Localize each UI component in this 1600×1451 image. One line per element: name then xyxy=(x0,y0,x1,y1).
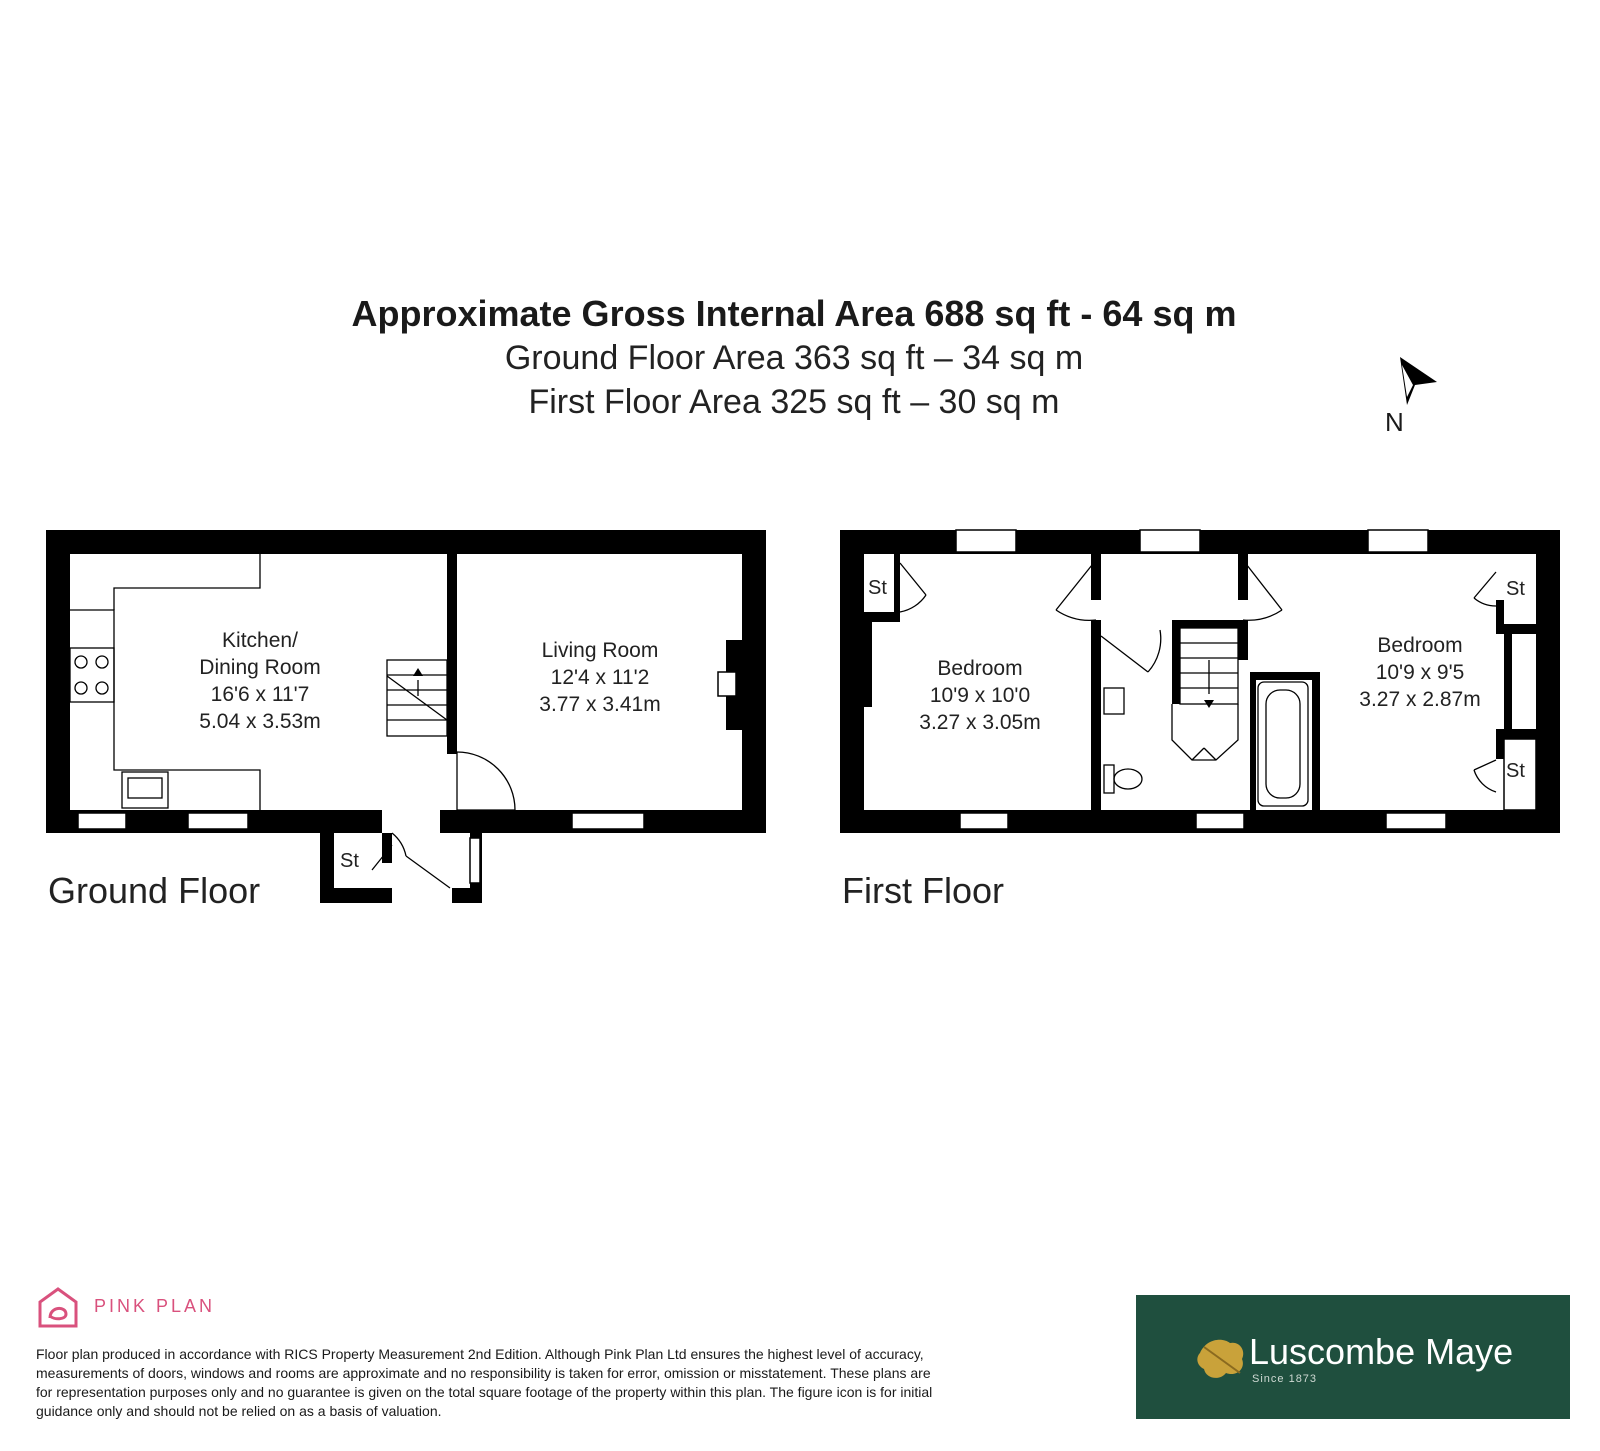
kitchen-unit-line-1 xyxy=(70,609,261,810)
toilet-icon xyxy=(1103,764,1115,794)
ff-left-wall xyxy=(840,530,864,833)
living-dimensions-imperial: 12'4 x 11'2 xyxy=(550,666,650,689)
agent-logo-box: Luscombe Maye Since 1873 xyxy=(1136,1295,1570,1419)
gf-window-2 xyxy=(187,812,249,830)
ff-store-label-2: St xyxy=(1506,578,1525,600)
gf-store-label: St xyxy=(340,850,359,872)
bedroom-1-label: Bedroom 10'9 x 10'0 3.27 x 3.05m xyxy=(890,655,1070,736)
ground-floor-label: Ground Floor xyxy=(48,870,261,911)
ff-window-6 xyxy=(1385,812,1447,830)
kitchen-dimensions-metric: 5.04 x 3.53m xyxy=(199,710,321,733)
area-header: Approximate Gross Internal Area 688 sq f… xyxy=(0,292,1600,424)
bedroom-2-dimensions-imperial: 10'9 x 9'5 xyxy=(1375,661,1465,684)
ff-left-store-fill xyxy=(864,554,894,622)
ff-window-5 xyxy=(1195,812,1245,830)
bedroom-1-name: Bedroom xyxy=(937,657,1023,680)
compass-north-label: N xyxy=(1385,407,1404,437)
bath-icon xyxy=(1257,681,1309,807)
kitchen-dimensions-imperial: 16'6 x 11'7 xyxy=(210,683,310,706)
living-room-label: Living Room 12'4 x 11'2 3.77 x 3.41m xyxy=(510,637,690,718)
living-dimensions-metric: 3.77 x 3.41m xyxy=(539,693,661,716)
gf-stairs xyxy=(386,659,448,737)
gf-left-wall xyxy=(46,530,70,833)
hob-icon xyxy=(69,647,115,703)
compass-arrow-icon xyxy=(1400,357,1437,405)
pink-plan-house-icon xyxy=(38,1287,78,1328)
basin-icon xyxy=(1103,687,1125,715)
ff-window-3 xyxy=(1367,529,1429,553)
bedroom-2-name: Bedroom xyxy=(1377,634,1463,657)
sink-icon xyxy=(121,771,169,809)
living-hearth xyxy=(717,671,737,697)
ff-window-4 xyxy=(959,812,1009,830)
kitchen-unit-line-2 xyxy=(113,554,261,610)
bedroom-1-dimensions-imperial: 10'9 x 10'0 xyxy=(929,684,1031,707)
first-floor-label: First Floor xyxy=(842,870,1004,911)
bedroom-1-dimensions-metric: 3.27 x 3.05m xyxy=(919,711,1041,734)
ff-window-1 xyxy=(955,529,1017,553)
dining-room-name: Dining Room xyxy=(199,656,321,679)
gf-window-1 xyxy=(77,812,127,830)
gf-partition xyxy=(447,554,457,754)
porch-window xyxy=(469,837,481,884)
store-partition xyxy=(382,833,392,863)
ff-store-label-3: St xyxy=(1506,760,1525,782)
porch-left-wall xyxy=(320,833,334,903)
first-floor-area: First Floor Area 325 sq ft – 30 sq m xyxy=(528,383,1060,421)
kitchen-name: Kitchen/ xyxy=(222,629,298,652)
oak-leaf-icon xyxy=(1197,1339,1244,1378)
gf-top-wall xyxy=(46,530,766,554)
bedroom-2-label: Bedroom 10'9 x 9'5 3.27 x 2.87m xyxy=(1330,632,1510,713)
porch-bottom-wall xyxy=(320,888,392,903)
bedroom-2-dimensions-metric: 3.27 x 2.87m xyxy=(1359,688,1481,711)
ground-floor-area: Ground Floor Area 363 sq ft – 34 sq m xyxy=(504,339,1084,377)
ff-right-wall xyxy=(1536,530,1560,833)
north-compass: N xyxy=(1385,355,1465,440)
ff-store-label-1: St xyxy=(868,577,887,599)
gf-window-3 xyxy=(571,812,645,830)
gf-right-wall xyxy=(742,530,766,833)
agent-name: Luscombe Maye xyxy=(1249,1331,1514,1372)
living-room-name: Living Room xyxy=(541,639,659,662)
kitchen-label: Kitchen/ Dining Room 16'6 x 11'7 5.04 x … xyxy=(170,627,350,735)
ff-window-2 xyxy=(1139,529,1201,553)
agent-since: Since 1873 xyxy=(1252,1373,1318,1385)
ff-right-store-2 xyxy=(1503,738,1537,811)
pink-plan-brand: PINK PLAN xyxy=(94,1296,216,1316)
disclaimer-text: Floor plan produced in accordance with R… xyxy=(36,1346,933,1419)
gross-area-title: Approximate Gross Internal Area 688 sq f… xyxy=(351,293,1237,334)
